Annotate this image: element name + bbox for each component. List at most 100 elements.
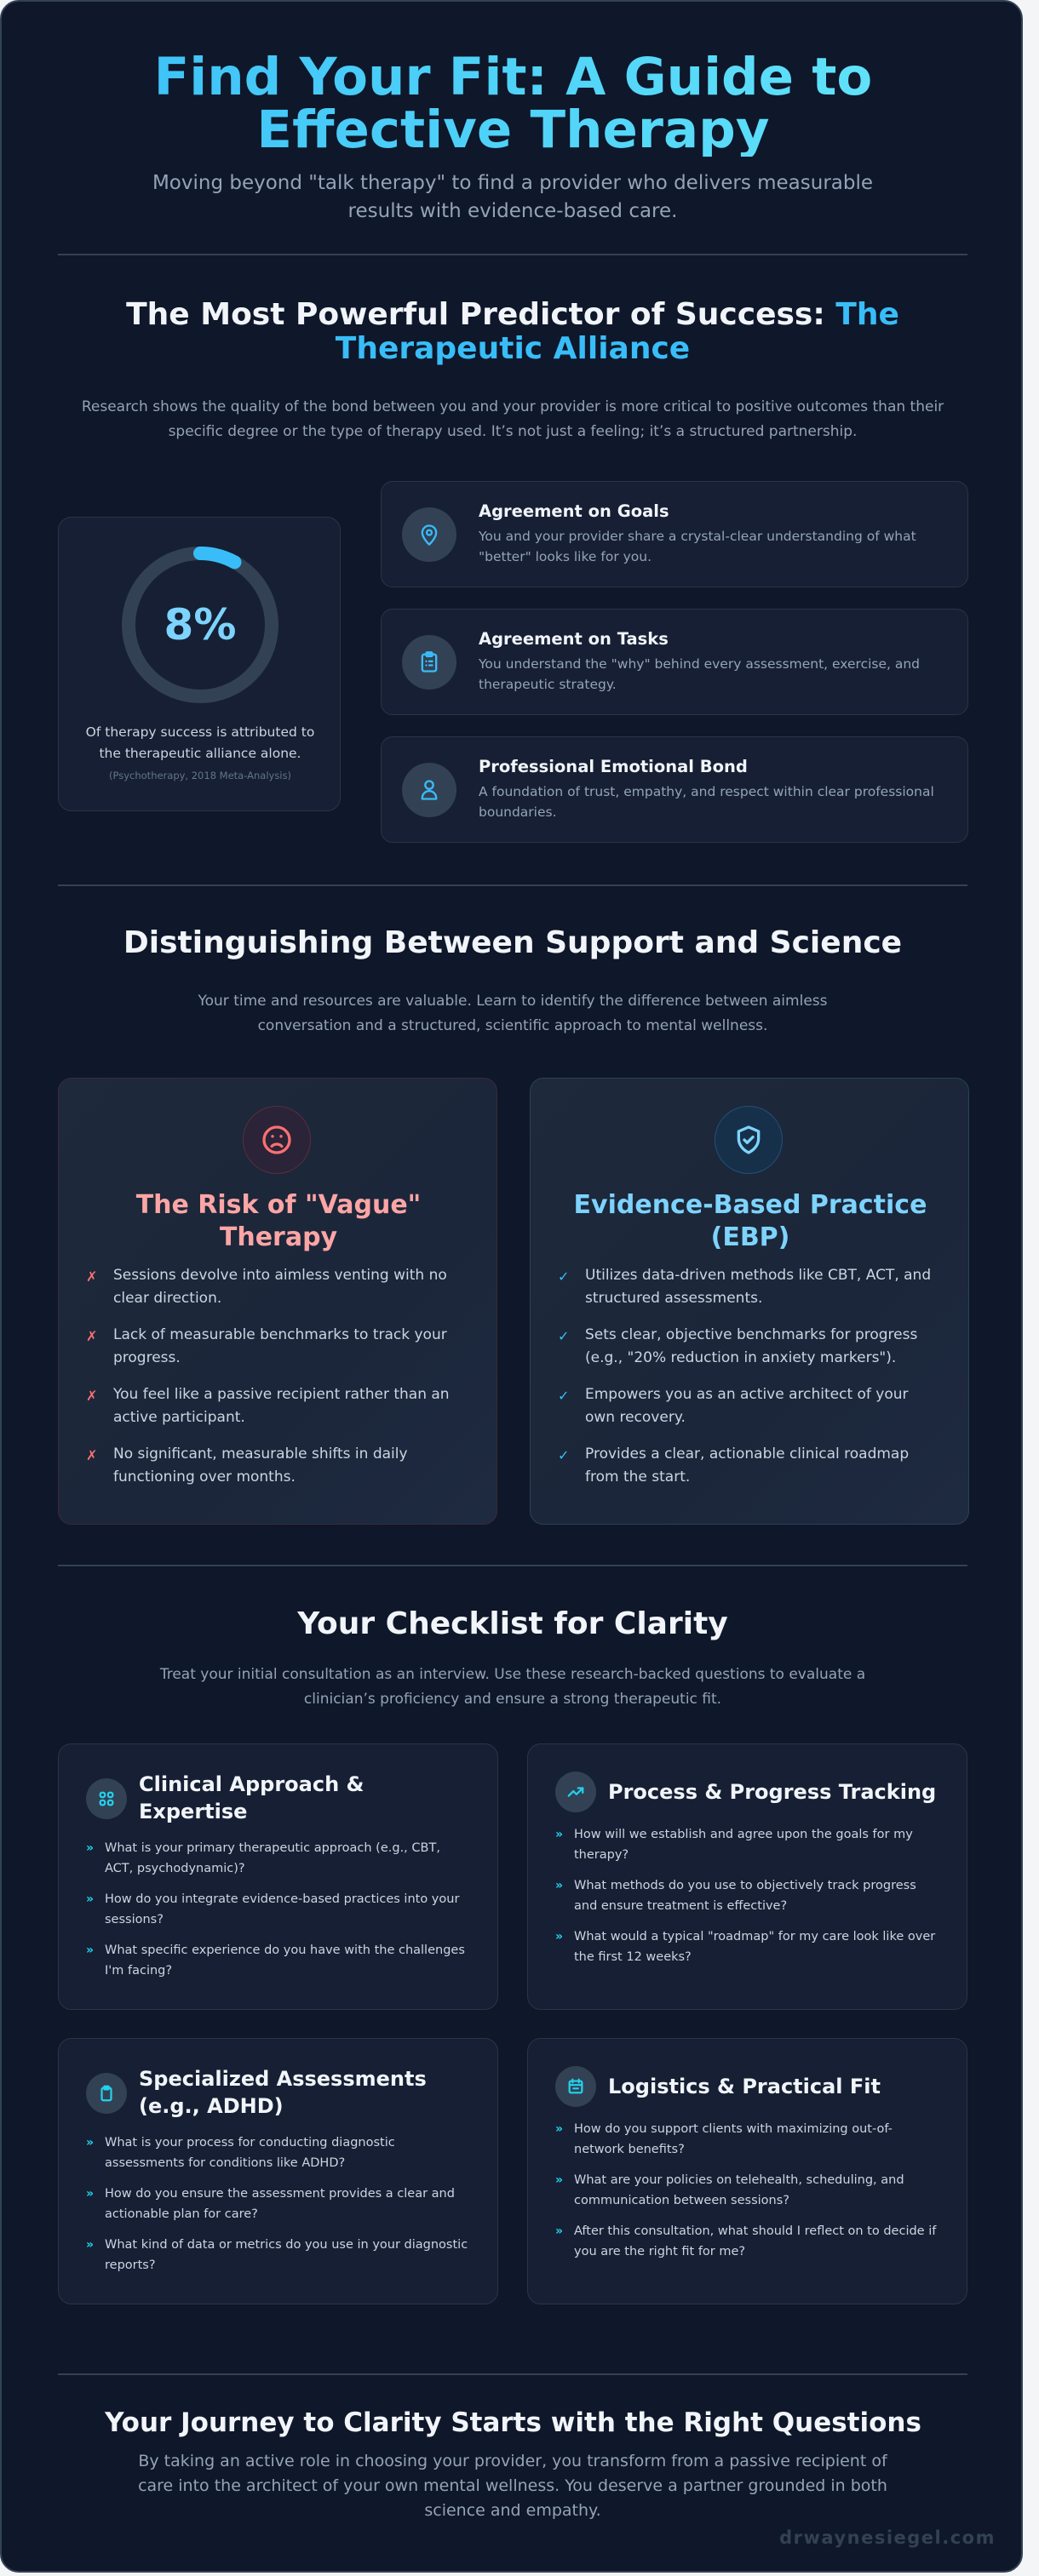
- question-list: » What is your primary therapeutic approa…: [86, 1838, 469, 1991]
- list-item-text: Empowers you as an active architect of y…: [585, 1386, 909, 1426]
- page-subtitle: Moving beyond "talk therapy" to find a p…: [152, 172, 874, 222]
- check-icon: ✓: [558, 1388, 570, 1404]
- ebp-list: ✓ Utilizes data-driven methods like CBT, …: [558, 1264, 941, 1503]
- question-text: What is your process for conducting diag…: [105, 2136, 395, 2170]
- comparison-intro: Your time and resources are valuable. Le…: [198, 993, 828, 1034]
- divider: [58, 254, 967, 255]
- question-text: After this consultation, what should I r…: [574, 2224, 937, 2258]
- list-item: ✓ Utilizes data-driven methods like CBT, …: [558, 1264, 941, 1310]
- alliance-title: The Most Powerful Predictor of Success: …: [58, 298, 967, 366]
- double-chevron-icon: »: [555, 2173, 564, 2187]
- pillar-tasks: Agreement on Tasks You understand the "w…: [381, 609, 968, 715]
- question-text: How do you support clients with maximizi…: [574, 2122, 893, 2156]
- question-list: »How will we establish and agree upon th…: [555, 1824, 939, 1978]
- question-text: What is your primary therapeutic approac…: [105, 1841, 440, 1875]
- alliance-title-accent: The Therapeutic Alliance: [335, 297, 899, 366]
- shield-check-icon: [715, 1106, 783, 1174]
- divider: [58, 1565, 967, 1566]
- stat-value: 8%: [164, 600, 237, 650]
- double-chevron-icon: »: [86, 1892, 95, 1906]
- double-chevron-icon: »: [86, 2238, 95, 2252]
- question-list: » What is your process for conducting dia…: [86, 2132, 469, 2286]
- double-chevron-icon: »: [86, 1943, 95, 1957]
- list-item: ✗ You feel like a passive recipient rathe…: [86, 1383, 469, 1429]
- checklist-card-title: Logistics & Practical Fit: [608, 2075, 881, 2098]
- map-pin-icon: [402, 507, 456, 562]
- double-chevron-icon: »: [555, 1828, 564, 1841]
- check-icon: ✓: [558, 1328, 570, 1344]
- check-icon: ✓: [558, 1447, 570, 1463]
- check-icon: ✓: [558, 1268, 570, 1285]
- list-item: ✗ Sessions devolve into aimless venting w…: [86, 1264, 469, 1310]
- question-list: » How do you support clients with maximiz…: [555, 2119, 939, 2272]
- user-icon: [402, 763, 456, 817]
- question-text: What kind of data or metrics do you use …: [105, 2238, 468, 2272]
- alliance-title-prefix: The Most Powerful Predictor of Success:: [126, 297, 836, 332]
- question-item: » How do you integrate evidence-based pra…: [86, 1889, 469, 1930]
- x-mark-icon: ✗: [86, 1388, 98, 1404]
- alliance-stat-card: 8% Of therapy success is attributed to t…: [58, 517, 341, 811]
- double-chevron-icon: »: [86, 1841, 95, 1855]
- question-item: » What methods do you use to objectively …: [555, 1875, 939, 1916]
- list-item-text: No significant, measurable shifts in dai…: [113, 1445, 408, 1485]
- question-text: What are your policies on telehealth, sc…: [574, 2173, 904, 2207]
- list-item-text: Sets clear, objective benchmarks for pro…: [585, 1326, 918, 1366]
- question-item: » What are your policies on telehealth, s…: [555, 2170, 939, 2211]
- checklist-title: Your Checklist for Clarity: [297, 1606, 728, 1641]
- double-chevron-icon: »: [555, 1930, 564, 1943]
- pillar-title: Agreement on Tasks: [479, 629, 669, 649]
- calendar-icon: [555, 2066, 596, 2107]
- list-item-text: Provides a clear, actionable clinical ro…: [585, 1445, 910, 1485]
- question-item: » After this consultation, what should I …: [555, 2221, 939, 2262]
- question-item: »How do you ensure the assessment provid…: [86, 2184, 469, 2224]
- divider: [58, 884, 967, 886]
- clipboard-icon: [86, 2073, 127, 2114]
- double-chevron-icon: »: [555, 2122, 564, 2136]
- pillar-bond: Professional Emotional Bond A foundation…: [381, 736, 968, 843]
- title-line-1: Find Your Fit: A Guide to: [153, 47, 873, 107]
- ebp-title: Evidence-Based Practice (EBP): [573, 1190, 927, 1252]
- pillar-title: Agreement on Goals: [479, 501, 669, 521]
- question-item: » What would a typical "roadmap" for my c…: [555, 1926, 939, 1967]
- list-item: ✓ Provides a clear, actionable clinical r…: [558, 1443, 941, 1489]
- double-chevron-icon: »: [555, 1879, 564, 1892]
- list-item: ✓ Empowers you as an active architect of …: [558, 1383, 941, 1429]
- pillar-description: You understand the "why" behind every as…: [479, 656, 921, 692]
- question-item: » What is your primary therapeutic approa…: [86, 1838, 469, 1879]
- checklist-card-title: Process & Progress Tracking: [608, 1780, 937, 1804]
- list-item-text: Sessions devolve into aimless venting wi…: [113, 1267, 447, 1307]
- ebp-card: Evidence-Based Practice (EBP) ✓ Utilizes …: [530, 1078, 969, 1525]
- question-text: How do you integrate evidence-based prac…: [105, 1892, 460, 1926]
- question-text: What methods do you use to objectively t…: [574, 1879, 916, 1913]
- page-title: Find Your Fit: A Guide to Effective Ther…: [2, 51, 1021, 157]
- comparison-title: Distinguishing Between Support and Scien…: [123, 925, 903, 960]
- pillar-description: A foundation of trust, empathy, and resp…: [479, 784, 934, 820]
- clipboard-list-icon: [402, 635, 456, 690]
- checklist-card-title: Specialized Assessments (e.g., ADHD): [139, 2067, 427, 2118]
- x-mark-icon: ✗: [86, 1447, 98, 1463]
- double-chevron-icon: »: [555, 2224, 564, 2238]
- checklist-card-assessments: Specialized Assessments (e.g., ADHD) » Wh…: [58, 2038, 498, 2304]
- website-watermark: drwaynesiegel.com: [779, 2527, 996, 2548]
- question-text: What would a typical "roadmap" for my ca…: [574, 1930, 936, 1964]
- x-mark-icon: ✗: [86, 1268, 98, 1285]
- frown-icon: [243, 1106, 311, 1174]
- x-mark-icon: ✗: [86, 1328, 98, 1344]
- question-item: » How do you support clients with maximiz…: [555, 2119, 939, 2160]
- grid-icon: [86, 1778, 127, 1819]
- pillar-description: You and your provider share a crystal-cl…: [479, 529, 916, 564]
- list-item: ✗ No significant, measurable shifts in da…: [86, 1443, 469, 1489]
- question-item: » What specific experience do you have wi…: [86, 1940, 469, 1981]
- list-item-text: Utilizes data-driven methods like CBT, A…: [585, 1267, 932, 1307]
- checklist-card-title: Clinical Approach & Expertise: [139, 1772, 365, 1823]
- risk-list: ✗ Sessions devolve into aimless venting w…: [86, 1264, 469, 1503]
- closing-text: By taking an active role in choosing you…: [138, 2452, 887, 2520]
- progress-ring: [122, 547, 278, 703]
- list-item-text: You feel like a passive recipient rather…: [113, 1386, 450, 1426]
- vague-therapy-card: The Risk of "Vague" Therapy ✗Sessions de…: [58, 1078, 497, 1525]
- question-text: What specific experience do you have wit…: [105, 1943, 465, 1978]
- list-item: ✓ Sets clear, objective benchmarks for pr…: [558, 1324, 941, 1370]
- list-item: ✗Lack of measurable benchmarks to track …: [86, 1324, 469, 1370]
- alliance-intro: Research shows the quality of the bond b…: [81, 398, 944, 440]
